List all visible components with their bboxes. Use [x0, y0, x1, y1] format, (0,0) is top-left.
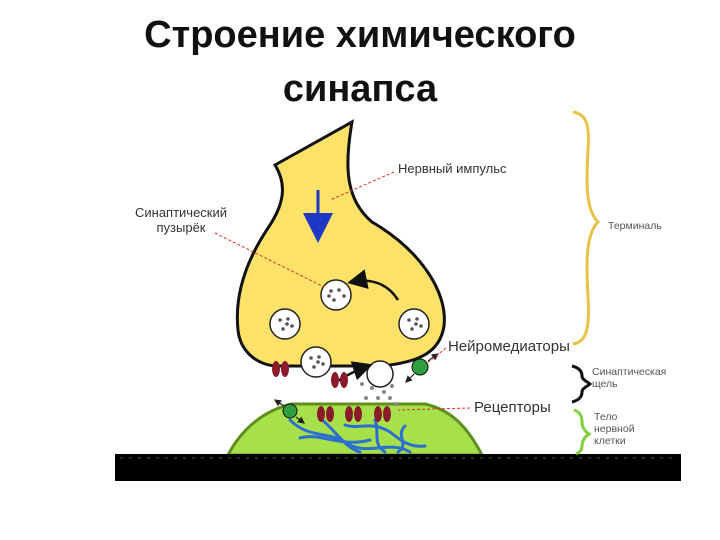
vesicle — [320, 279, 352, 311]
recycle-arrow — [347, 269, 400, 301]
label-terminal: Терминаль — [608, 220, 662, 232]
enzyme-arrow — [274, 399, 285, 407]
title-line-1: Строение химического — [144, 14, 576, 56]
label-body-line-2: нервной — [594, 423, 635, 436]
label-cleft-line-1: Синаптическая — [592, 366, 667, 378]
label-receptors: Рецепторы — [474, 399, 551, 416]
cleft-brace — [571, 364, 593, 404]
label-body-line-3: клетки — [594, 435, 626, 448]
label-neurotransmitters: Нейромедиаторы — [448, 338, 570, 355]
cytoskeleton-filaments — [288, 416, 427, 454]
label-body-line-1: Тело — [594, 411, 618, 423]
label-synaptic-vesicle: Синаптический пузырёк — [126, 205, 236, 236]
synaptic-vesicles — [269, 279, 430, 388]
presynaptic-receptors — [272, 361, 348, 388]
baseline-bar — [115, 454, 681, 481]
label-cleft-line-2: щель — [592, 378, 618, 391]
page-title: Строение химического синапса — [0, 8, 720, 116]
enzyme-presynaptic — [411, 358, 429, 376]
vesicle-contents — [278, 288, 423, 369]
enzyme-postsynaptic — [282, 403, 298, 419]
label-synaptic-cleft: Синаптическая щель — [592, 366, 666, 390]
label-vesicle-line-2: пузырёк — [156, 219, 206, 235]
presynaptic-terminal — [235, 119, 446, 368]
vesicle — [300, 346, 332, 378]
released-neurotransmitters — [360, 382, 398, 406]
label-cell-body: Тело нервной клетки — [594, 411, 635, 453]
vesicle — [398, 308, 430, 340]
vesicle — [366, 360, 394, 388]
label-vesicle-line-1: Синаптический — [134, 205, 228, 220]
postsynaptic-receptors — [317, 406, 391, 422]
enzyme-arrow — [405, 373, 415, 383]
vesicle — [269, 308, 301, 340]
terminal-brace — [572, 110, 601, 346]
enzyme-arrow — [295, 416, 305, 424]
body-brace — [573, 408, 592, 456]
title-line-2: синапса — [282, 68, 438, 110]
label-nerve-impulse: Нервный импульс — [398, 161, 507, 176]
leader-lines — [214, 171, 471, 411]
